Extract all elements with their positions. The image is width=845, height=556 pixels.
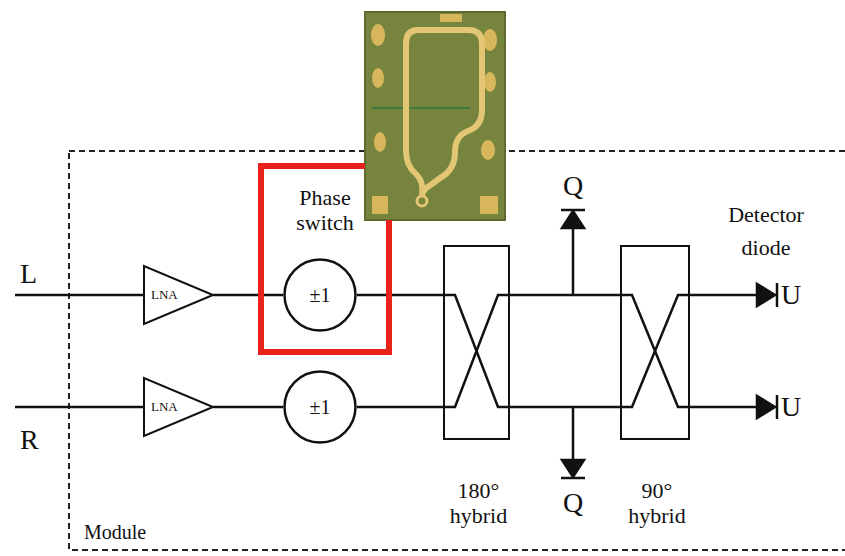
hybrid-crossings [443,295,690,407]
chip-photo [365,12,505,220]
node-text: Phase switch [270,185,380,236]
signal-wire [510,406,620,409]
signal-wire [213,406,283,409]
phase-switch-highlight: Phase switch ±1 [258,163,392,355]
lna-amplifier-shape [144,266,213,324]
hybrid-label: 90° hybrid [615,478,699,529]
input-label: R [20,426,39,454]
phase-switch-circle-shape [285,372,356,443]
signal-wire [213,294,283,297]
output-label: Q [563,489,583,517]
phase-switch-circle: ±1 [283,370,357,444]
annotation-label: Detector diode [714,198,818,264]
signal-wire [357,406,443,409]
lna-amplifier: LNA [143,377,213,437]
phase-switch-circle-shape [285,260,356,331]
lna-amplifier-shape [144,378,213,436]
output-label: Q [563,172,583,200]
lna-amplifier: LNA [143,265,213,325]
signal-wire [510,294,620,297]
hybrid-coupler: 180° hybrid [443,245,510,440]
output-label: U [781,393,801,421]
node-text: ±1 [310,396,331,419]
output-label: U [781,281,801,309]
hybrid-coupler: 90° hybrid [620,245,690,440]
input-wires [15,295,143,407]
node-text: LNA [151,400,178,415]
signal-wire [357,294,443,297]
hybrid-label: 180° hybrid [437,478,521,529]
node-text: ±1 [310,284,331,307]
phase-switch-highlight-shape [261,166,389,352]
input-label: L [20,260,37,288]
node-text: LNA [151,288,178,303]
phase-switch-circle: ±1 [283,258,357,332]
